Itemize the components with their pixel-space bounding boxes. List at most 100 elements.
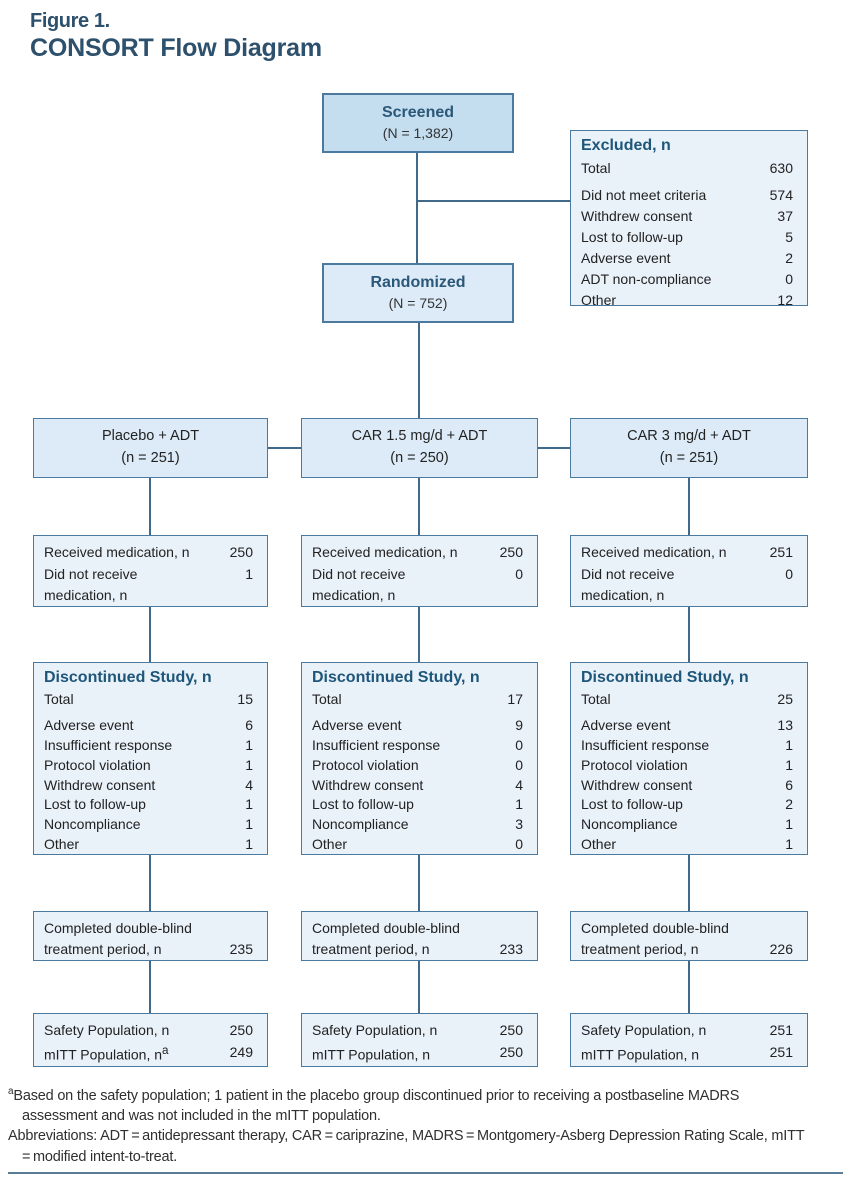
- stat-label-text: mITT Population, n: [581, 1046, 700, 1063]
- footnote-a-text: Based on the safety population; 1 patien…: [13, 1087, 740, 1125]
- footnote-a: aBased on the safety population; 1 patie…: [8, 1085, 808, 1126]
- arm-box-car-1-5: CAR 1.5 mg/d + ADT (n = 250): [301, 418, 538, 478]
- stat-row: Completed double-blind treatment period,…: [44, 918, 253, 960]
- stat-label: Other: [581, 836, 617, 853]
- stat-label: Lost to follow-up: [312, 796, 414, 813]
- stat-value: 1: [245, 565, 253, 582]
- stat-value: 6: [245, 716, 253, 733]
- stat-value: 630: [769, 160, 793, 176]
- stat-label: Noncompliance: [312, 816, 409, 833]
- stat-row: Noncompliance 3: [312, 815, 523, 835]
- completed-box: Completed double-blind treatment period,…: [33, 911, 268, 961]
- stat-row: Safety Population, n 250: [44, 1020, 253, 1042]
- arm-box-car-3: CAR 3 mg/d + ADT (n = 251): [570, 418, 808, 478]
- arm-n: (n = 251): [121, 450, 180, 466]
- screened-title: Screened: [381, 104, 455, 122]
- stat-row: Insufficient response 1: [44, 736, 253, 756]
- stat-value: 251: [769, 544, 793, 560]
- stat-value: 249: [229, 1043, 253, 1060]
- stat-value: 2: [785, 250, 793, 266]
- stat-value: 1: [245, 796, 253, 813]
- stat-label: Total: [581, 691, 611, 707]
- stat-value: 0: [515, 736, 523, 753]
- stat-label: Safety Population, n: [312, 1022, 438, 1038]
- stat-label: Total: [44, 691, 74, 707]
- stat-value: 37: [777, 208, 793, 224]
- connector-col2-safety: [418, 961, 420, 1013]
- footnote-a-marker: a: [8, 1086, 14, 1097]
- figure-label: Figure 1.: [30, 10, 110, 32]
- page-title: CONSORT Flow Diagram: [30, 34, 322, 62]
- stat-label: mITT Population, n: [312, 1042, 430, 1066]
- connector-col1-discontinued: [149, 607, 151, 662]
- population-box: Safety Population, n 250 mITT Population,…: [301, 1013, 538, 1067]
- stat-label: Withdrew consent: [312, 776, 424, 793]
- discontinued-header: Discontinued Study, n: [312, 669, 480, 686]
- stat-value: 1: [245, 756, 253, 773]
- bottom-divider: [8, 1172, 843, 1174]
- footnote-marker: a: [162, 1043, 169, 1057]
- connector-to-excluded: [417, 200, 570, 202]
- stat-label: Total: [312, 691, 342, 707]
- stat-value: 250: [229, 1022, 253, 1038]
- stat-value: 1: [785, 816, 793, 833]
- completed-box: Completed double-blind treatment period,…: [570, 911, 808, 961]
- connector-col1-safety: [149, 961, 151, 1013]
- stat-value: 13: [777, 716, 793, 733]
- connector-col2-discontinued: [418, 607, 420, 662]
- stat-label: Insufficient response: [44, 736, 173, 753]
- stat-value: 2: [785, 796, 793, 813]
- arm-name: CAR 1.5 mg/d + ADT: [351, 428, 488, 445]
- stat-row: Received medication, n 251: [581, 542, 793, 564]
- stat-label: Did not receive medication, n: [581, 565, 675, 604]
- connector-col3-safety: [688, 961, 690, 1013]
- connector-randomized-arms: [418, 322, 420, 418]
- stat-value: 250: [499, 1022, 523, 1038]
- stat-label: Noncompliance: [44, 816, 141, 833]
- stat-label: Received medication, n: [312, 544, 458, 560]
- randomized-n: (N = 752): [388, 294, 448, 311]
- stat-value: 3: [515, 816, 523, 833]
- stat-label: mITT Population, n: [581, 1042, 699, 1066]
- stat-value: 17: [507, 691, 523, 707]
- stat-row: Completed double-blind treatment period,…: [581, 918, 793, 960]
- stat-label: Other: [44, 836, 80, 853]
- arm-name: CAR 3 mg/d + ADT: [627, 428, 751, 445]
- stat-value: 235: [229, 941, 253, 957]
- stat-value: 574: [769, 187, 793, 203]
- stat-value: 250: [229, 544, 253, 560]
- stat-label: Other: [581, 292, 617, 308]
- stat-value: 6: [785, 776, 793, 793]
- connector-arm2-arm3: [538, 447, 570, 449]
- stat-value: 9: [515, 716, 523, 733]
- received-medication-box: Received medication, n 251 Did not receiv…: [570, 535, 808, 607]
- stat-label: ADT non-compliance: [581, 271, 712, 287]
- stat-label: Safety Population, n: [44, 1022, 170, 1038]
- stat-row: Completed double-blind treatment period,…: [312, 918, 523, 960]
- stat-row: Safety Population, n 250: [312, 1020, 523, 1042]
- connector-col1-completed: [149, 855, 151, 911]
- stat-value: 1: [785, 756, 793, 773]
- stat-label: Received medication, n: [581, 544, 727, 560]
- stat-value: 1: [245, 736, 253, 753]
- stat-value: 233: [499, 941, 523, 957]
- stat-value: 5: [785, 229, 793, 245]
